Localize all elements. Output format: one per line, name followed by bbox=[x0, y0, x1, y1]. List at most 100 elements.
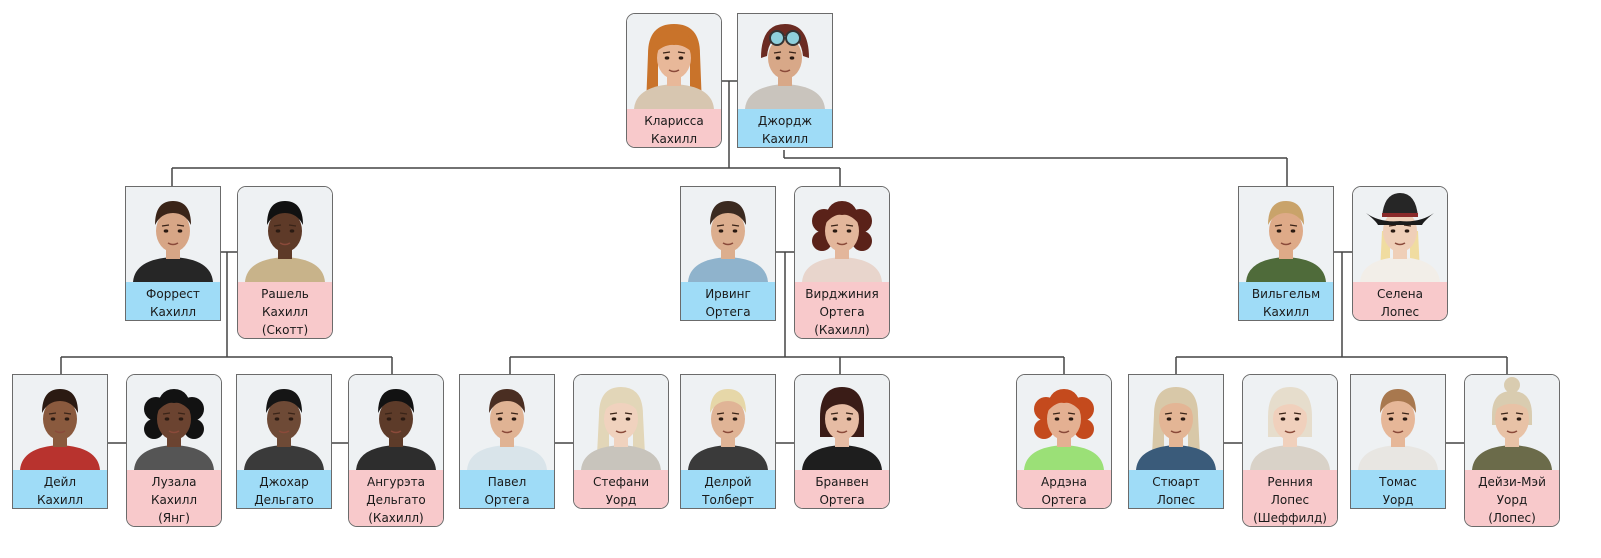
person-name-label: Форрест Кахилл bbox=[126, 282, 220, 320]
portrait-image bbox=[1351, 375, 1445, 470]
first-name: Вильгельм bbox=[1251, 287, 1321, 301]
portrait-image bbox=[460, 375, 554, 470]
person-name-label: Ардэна Ортега bbox=[1017, 470, 1111, 508]
first-name: Лузала bbox=[151, 475, 197, 489]
person-card-stefani[interactable]: Стефани Уорд bbox=[573, 374, 669, 509]
person-card-wilhelm[interactable]: Вильгельм Кахилл bbox=[1238, 186, 1334, 321]
person-card-forrest[interactable]: Форрест Кахилл bbox=[125, 186, 221, 321]
portrait-image bbox=[795, 375, 889, 470]
portrait-image bbox=[1017, 375, 1111, 470]
maiden-name: (Кахилл) bbox=[814, 323, 870, 337]
portrait-image bbox=[1239, 187, 1333, 282]
person-name-label: Ирвинг Ортега bbox=[681, 282, 775, 320]
person-card-daisy[interactable]: Дейзи-Мэй Уорд (Лопес) bbox=[1464, 374, 1560, 527]
first-name: Ирвинг bbox=[705, 287, 751, 301]
surname: Дельгато bbox=[254, 493, 314, 507]
first-name: Делрой bbox=[704, 475, 752, 489]
surname: Уорд bbox=[605, 493, 637, 507]
surname: Лопес bbox=[1380, 305, 1420, 319]
person-card-pavel[interactable]: Павел Ортега bbox=[459, 374, 555, 509]
first-name: Ангурэта bbox=[366, 475, 425, 489]
first-name: Стюарт bbox=[1152, 475, 1200, 489]
surname: Лопес bbox=[1270, 493, 1310, 507]
person-card-renniya[interactable]: Ренния Лопес (Шеффилд) bbox=[1242, 374, 1338, 527]
person-card-johar[interactable]: Джохар Дельгато bbox=[236, 374, 332, 509]
portrait-image bbox=[1465, 375, 1559, 470]
person-card-virginia[interactable]: Вирджиния Ортега (Кахилл) bbox=[794, 186, 890, 339]
first-name: Дейзи-Мэй bbox=[1478, 475, 1546, 489]
surname: Кахилл bbox=[36, 493, 84, 507]
first-name: Кларисса bbox=[644, 114, 704, 128]
surname: Ортега bbox=[819, 305, 865, 319]
first-name: Павел bbox=[487, 475, 527, 489]
person-card-dale[interactable]: Дейл Кахилл bbox=[12, 374, 108, 509]
first-name: Селена bbox=[1376, 287, 1423, 301]
person-name-label: Стюарт Лопес bbox=[1129, 470, 1223, 508]
person-name-label: Томас Уорд bbox=[1351, 470, 1445, 508]
maiden-name: (Янг) bbox=[158, 511, 190, 525]
first-name: Бранвен bbox=[815, 475, 869, 489]
person-card-branven[interactable]: Бранвен Ортега bbox=[794, 374, 890, 509]
first-name: Стефани bbox=[592, 475, 649, 489]
person-name-label: Павел Ортега bbox=[460, 470, 554, 508]
person-card-ardena[interactable]: Ардэна Ортега bbox=[1016, 374, 1112, 509]
person-card-selena[interactable]: Селена Лопес bbox=[1352, 186, 1448, 321]
surname: Лопес bbox=[1156, 493, 1196, 507]
person-card-luzala[interactable]: Лузала Кахилл (Янг) bbox=[126, 374, 222, 527]
first-name: Ренния bbox=[1267, 475, 1313, 489]
surname: Кахилл bbox=[149, 305, 197, 319]
surname: Кахилл bbox=[1262, 305, 1310, 319]
portrait-image bbox=[681, 187, 775, 282]
person-name-label: Вильгельм Кахилл bbox=[1239, 282, 1333, 320]
person-card-tomas[interactable]: Томас Уорд bbox=[1350, 374, 1446, 509]
surname: Ортега bbox=[1041, 493, 1087, 507]
maiden-name: (Скотт) bbox=[261, 323, 309, 337]
portrait-image bbox=[627, 14, 721, 109]
portrait-image bbox=[237, 375, 331, 470]
person-card-george[interactable]: Джордж Кахилл bbox=[737, 13, 833, 148]
portrait-image bbox=[738, 14, 832, 109]
portrait-image bbox=[1353, 187, 1447, 282]
portrait-image bbox=[126, 187, 220, 282]
surname: Уорд bbox=[1496, 493, 1528, 507]
first-name: Ардэна bbox=[1041, 475, 1087, 489]
surname: Ортега bbox=[819, 493, 865, 507]
portrait-image bbox=[238, 187, 332, 282]
person-card-klarissa[interactable]: Кларисса Кахилл bbox=[626, 13, 722, 148]
portrait-image bbox=[681, 375, 775, 470]
person-name-label: Вирджиния Ортега (Кахилл) bbox=[795, 282, 889, 338]
portrait-image bbox=[13, 375, 107, 470]
person-name-label: Ренния Лопес (Шеффилд) bbox=[1243, 470, 1337, 526]
portrait-image bbox=[795, 187, 889, 282]
surname: Ортега bbox=[484, 493, 530, 507]
first-name: Рашель bbox=[261, 287, 309, 301]
first-name: Дейл bbox=[43, 475, 77, 489]
person-name-label: Кларисса Кахилл bbox=[627, 109, 721, 147]
portrait-image bbox=[574, 375, 668, 470]
maiden-name: (Кахилл) bbox=[368, 511, 424, 525]
person-name-label: Рашель Кахилл (Скотт) bbox=[238, 282, 332, 338]
surname: Кахилл bbox=[650, 132, 698, 146]
person-name-label: Ангурэта Дельгато (Кахилл) bbox=[349, 470, 443, 526]
person-name-label: Бранвен Ортега bbox=[795, 470, 889, 508]
surname: Кахилл bbox=[150, 493, 198, 507]
surname: Толберт bbox=[702, 493, 754, 507]
surname: Кахилл bbox=[261, 305, 309, 319]
person-name-label: Делрой Толберт bbox=[681, 470, 775, 508]
maiden-name: (Лопес) bbox=[1488, 511, 1536, 525]
person-card-rashel[interactable]: Рашель Кахилл (Скотт) bbox=[237, 186, 333, 339]
first-name: Джордж bbox=[757, 114, 813, 128]
person-name-label: Селена Лопес bbox=[1353, 282, 1447, 320]
surname: Кахилл bbox=[761, 132, 809, 146]
portrait-image bbox=[349, 375, 443, 470]
person-card-stuart[interactable]: Стюарт Лопес bbox=[1128, 374, 1224, 509]
person-card-irving[interactable]: Ирвинг Ортега bbox=[680, 186, 776, 321]
surname: Уорд bbox=[1382, 493, 1414, 507]
first-name: Томас bbox=[1379, 475, 1417, 489]
surname: Дельгато bbox=[366, 493, 426, 507]
person-card-delroy[interactable]: Делрой Толберт bbox=[680, 374, 776, 509]
first-name: Форрест bbox=[146, 287, 200, 301]
first-name: Вирджиния bbox=[805, 287, 879, 301]
person-card-angureta[interactable]: Ангурэта Дельгато (Кахилл) bbox=[348, 374, 444, 527]
